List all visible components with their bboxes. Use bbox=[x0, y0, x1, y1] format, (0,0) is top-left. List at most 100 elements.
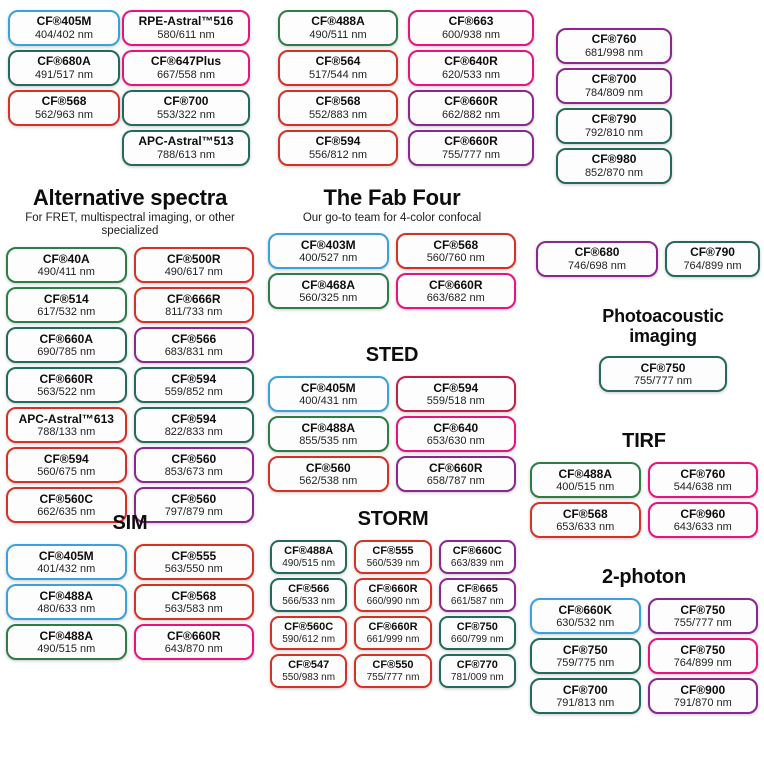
dye-name: CF®566 bbox=[171, 331, 217, 346]
dye-wavelengths: 480/633 nm bbox=[37, 602, 96, 615]
dye-wavelengths: 661/999 nm bbox=[366, 633, 420, 645]
dye-name: CF®770 bbox=[456, 659, 498, 671]
dye-name: CF®488A bbox=[39, 628, 94, 643]
dye-name: CF®750 bbox=[562, 642, 608, 657]
section-title: Photoacoustic imaging bbox=[602, 306, 724, 347]
dye-name: CF®550 bbox=[372, 659, 414, 671]
dye-name: CF®660R bbox=[428, 277, 483, 292]
dye-wavelengths: 791/813 nm bbox=[556, 696, 615, 709]
dye-name: CF®666R bbox=[166, 291, 221, 306]
dye-wavelengths: 562/963 nm bbox=[34, 108, 94, 121]
dye-name: CF®660R bbox=[166, 628, 221, 643]
dye-name: CF®568 bbox=[315, 94, 361, 109]
section-title: SIM bbox=[112, 512, 148, 534]
dye-name: CF®488A bbox=[558, 466, 613, 481]
section-subtitle: Our go-to team for 4-color confocal bbox=[302, 211, 482, 224]
dye-wavelengths: 490/617 nm bbox=[164, 265, 223, 278]
dye-wavelengths: 797/879 nm bbox=[164, 505, 223, 518]
dye-wavelengths: 667/558 nm bbox=[156, 68, 216, 81]
dye-name: CF®594 bbox=[171, 411, 217, 426]
dye-wavelengths: 559/518 nm bbox=[426, 394, 485, 407]
dye-name: CF®660R bbox=[428, 460, 483, 475]
dye-wavelengths: 563/583 nm bbox=[164, 602, 223, 615]
section-title: TIRF bbox=[622, 430, 666, 452]
dye-wavelengths: 620/533 nm bbox=[441, 68, 501, 81]
dye-name: CF®594 bbox=[171, 371, 217, 386]
dye-wavelengths: 566/533 nm bbox=[282, 595, 336, 607]
dye-name: CF®660A bbox=[39, 331, 94, 346]
dye-wavelengths: 660/799 nm bbox=[450, 633, 504, 645]
dye-wavelengths: 490/515 nm bbox=[282, 557, 336, 569]
dye-name: CF®790 bbox=[690, 245, 735, 260]
dye-wavelengths: 759/775 nm bbox=[556, 656, 615, 669]
dye-name: CF®555 bbox=[372, 545, 414, 557]
dye-name: CF®566 bbox=[288, 583, 330, 595]
dye-name: CF®568 bbox=[562, 506, 608, 521]
dye-wavelengths: 755/777 nm bbox=[633, 374, 693, 387]
dye-wavelengths: 764/899 nm bbox=[673, 656, 732, 669]
dye-name: CF®560 bbox=[171, 451, 217, 466]
dye-wavelengths: 560/760 nm bbox=[426, 252, 485, 265]
dye-wavelengths: 784/809 nm bbox=[584, 86, 644, 99]
section-title: The Fab Four bbox=[323, 185, 461, 210]
dye-name: CF®790 bbox=[591, 112, 637, 127]
dye-name: CF®665 bbox=[456, 583, 498, 595]
dye-name: CF®680 bbox=[574, 245, 620, 260]
dye-name: CF®700 bbox=[591, 72, 637, 87]
section-title: Alternative spectra bbox=[32, 185, 228, 210]
dye-name: CF®560C bbox=[39, 491, 94, 506]
dye-wavelengths: 491/517 nm bbox=[34, 68, 94, 81]
dye-name: CF®960 bbox=[680, 506, 726, 521]
dye-wavelengths: 653/630 nm bbox=[426, 434, 485, 447]
dye-wavelengths: 590/612 nm bbox=[282, 633, 336, 645]
dye-wavelengths: 550/983 nm bbox=[282, 671, 336, 683]
dye-wavelengths: 490/511 nm bbox=[309, 28, 367, 41]
section-title: STED bbox=[365, 344, 419, 366]
dye-wavelengths: 658/787 nm bbox=[426, 474, 485, 487]
dye-wavelengths: 517/544 nm bbox=[308, 68, 368, 81]
dye-wavelengths: 746/698 nm bbox=[567, 259, 627, 272]
dye-wavelengths: 788/133 nm bbox=[37, 425, 96, 438]
dye-wavelengths: 683/831 nm bbox=[164, 345, 223, 358]
dye-name: CF®488A bbox=[301, 420, 356, 435]
dye-wavelengths: 563/522 nm bbox=[37, 385, 96, 398]
dye-wavelengths: 630/532 nm bbox=[556, 616, 615, 629]
dye-wavelengths: 663/839 nm bbox=[450, 557, 504, 569]
section-subtitle: For FRET, multispectral imaging, or othe… bbox=[25, 211, 235, 238]
